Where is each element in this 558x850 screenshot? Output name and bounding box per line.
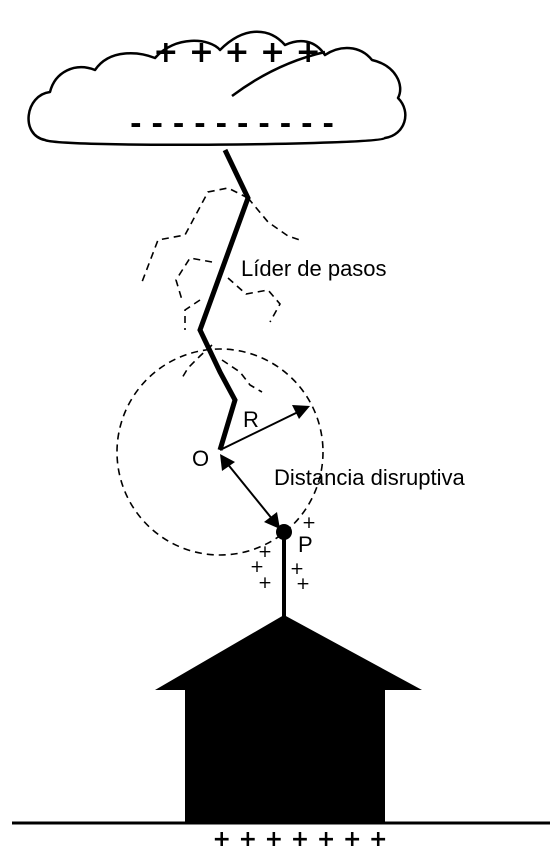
ground-charges: + + + + + + + [213, 827, 388, 850]
leader-branches [141, 187, 301, 393]
cloud-positive-charges: + + + + + [153, 35, 320, 70]
origin-label: O [192, 446, 209, 471]
radius-label: R [243, 407, 259, 432]
tip-charge: + [258, 573, 272, 593]
point-label: P [298, 532, 313, 557]
house-roof [155, 615, 422, 690]
leader-branch [221, 359, 263, 393]
cloud [27, 30, 407, 147]
stepped-leader [197, 148, 251, 451]
leader-branch [227, 277, 281, 323]
leader-branch [181, 344, 213, 379]
tip-charge: + [296, 574, 310, 594]
leader-branch [184, 299, 201, 330]
tip-charge: + [250, 557, 264, 577]
house-body [185, 688, 385, 823]
distance-arrow [220, 454, 280, 529]
leader-branch [175, 257, 213, 301]
tip-charge: + [290, 559, 304, 579]
leader-label: Líder de pasos [241, 256, 387, 281]
leader-branch [141, 187, 249, 283]
cloud-inner-contour [231, 50, 326, 98]
radius-arrow [219, 405, 310, 451]
distance-label: Distancia disruptiva [274, 465, 466, 490]
tip-charge: + [258, 542, 272, 562]
leader-branch [247, 197, 301, 241]
tip-charge: + [302, 513, 316, 533]
striking-distance-circle [116, 348, 324, 556]
cloud-negative-charges: - - - - - - - - - - [130, 107, 334, 140]
